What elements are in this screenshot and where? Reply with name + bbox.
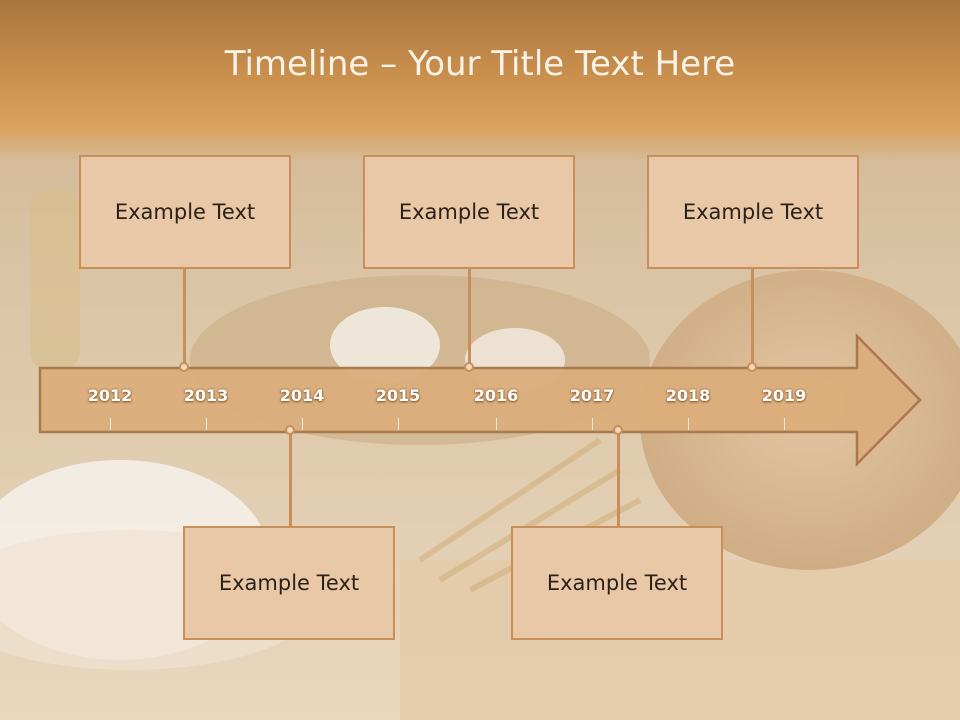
connector-dot bbox=[747, 362, 757, 372]
event-box-top[interactable]: Example Text bbox=[79, 155, 291, 269]
year-label: 2014 bbox=[279, 386, 325, 405]
event-box-bottom[interactable]: Example Text bbox=[511, 526, 723, 640]
connector-line bbox=[751, 268, 754, 366]
year-label: 2012 bbox=[87, 386, 133, 405]
event-box-top[interactable]: Example Text bbox=[363, 155, 575, 269]
connector-line bbox=[183, 268, 186, 366]
year-tick bbox=[592, 418, 593, 430]
event-text: Example Text bbox=[114, 200, 256, 224]
year-tick bbox=[688, 418, 689, 430]
year-tick bbox=[784, 418, 785, 430]
event-box-bottom[interactable]: Example Text bbox=[183, 526, 395, 640]
year-tick bbox=[206, 418, 207, 430]
slide-title: Timeline – Your Title Text Here bbox=[224, 44, 736, 84]
year-tick bbox=[302, 418, 303, 430]
year-label: 2015 bbox=[375, 386, 421, 405]
year-label: 2018 bbox=[665, 386, 711, 405]
event-text: Example Text bbox=[546, 571, 688, 595]
title-band bbox=[0, 0, 960, 160]
connector-line bbox=[468, 268, 471, 366]
connector-dot bbox=[464, 362, 474, 372]
year-label: 2017 bbox=[569, 386, 615, 405]
connector-line bbox=[289, 432, 292, 528]
event-box-top[interactable]: Example Text bbox=[647, 155, 859, 269]
year-label: 2013 bbox=[183, 386, 229, 405]
year-tick bbox=[398, 418, 399, 430]
year-tick bbox=[110, 418, 111, 430]
connector-dot bbox=[613, 425, 623, 435]
connector-dot bbox=[285, 425, 295, 435]
year-tick bbox=[496, 418, 497, 430]
year-label: 2019 bbox=[761, 386, 807, 405]
event-text: Example Text bbox=[398, 200, 540, 224]
connector-dot bbox=[179, 362, 189, 372]
event-text: Example Text bbox=[682, 200, 824, 224]
event-text: Example Text bbox=[218, 571, 360, 595]
year-label: 2016 bbox=[473, 386, 519, 405]
connector-line bbox=[617, 432, 620, 528]
